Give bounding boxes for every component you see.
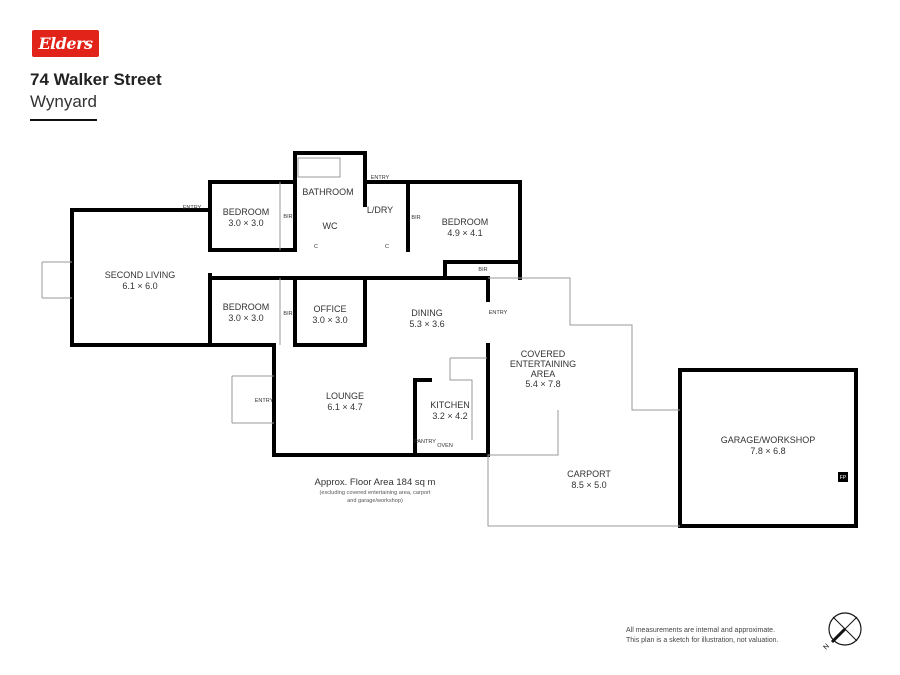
address-suburb: Wynyard	[30, 92, 97, 111]
room-garage-label: GARAGE/WORKSHOP	[721, 435, 816, 445]
room-bathroom-label: BATHROOM	[302, 187, 353, 197]
room-bedroom-1-label: BEDROOM	[223, 207, 270, 217]
fireplace-icon	[838, 472, 848, 482]
room-bedroom-3-label: BEDROOM	[223, 302, 270, 312]
room-garage-size: 7.8 × 6.8	[750, 446, 785, 456]
svg-text:ENTRY: ENTRY	[255, 398, 274, 404]
svg-text:BIR: BIR	[478, 267, 487, 273]
disclaimer: All measurements are internal and approx…	[626, 627, 779, 644]
room-covered-label-2: ENTERTAINING	[510, 359, 576, 369]
room-kitchen-size: 3.2 × 4.2	[432, 411, 467, 421]
svg-text:C: C	[314, 244, 318, 250]
room-office-size: 3.0 × 3.0	[312, 315, 347, 325]
room-second-living-label: SECOND LIVING	[105, 270, 176, 280]
room-covered-label-3: AREA	[531, 369, 556, 379]
wc-label: WC	[323, 221, 338, 231]
floor-area-note: (excluding covered entertaining area, ca…	[319, 490, 431, 504]
svg-text:OVEN: OVEN	[437, 443, 453, 449]
svg-text:N: N	[822, 643, 831, 652]
room-covered-label-1: COVERED	[521, 349, 566, 359]
room-carport-label: CARPORT	[567, 469, 611, 479]
room-second-living-size: 6.1 × 6.0	[122, 281, 157, 291]
room-office-label: OFFICE	[314, 304, 347, 314]
room-dining-label: DINING	[411, 308, 443, 318]
svg-text:BIR: BIR	[283, 214, 292, 220]
address-street: 74 Walker Street	[30, 70, 162, 89]
room-covered-size: 5.4 × 7.8	[525, 379, 560, 389]
room-bedroom-2-size: 4.9 × 4.1	[447, 228, 482, 238]
room-lounge-size: 6.1 × 4.7	[327, 402, 362, 412]
room-bedroom-2-label: BEDROOM	[442, 217, 489, 227]
header-rule	[30, 119, 97, 121]
room-kitchen-label: KITCHEN	[430, 400, 470, 410]
room-dining-size: 5.3 × 3.6	[409, 319, 444, 329]
laundry-label: L/DRY	[367, 205, 393, 215]
room-bedroom-1-size: 3.0 × 3.0	[228, 218, 263, 228]
svg-text:ENTRY: ENTRY	[489, 310, 508, 316]
compass-north-icon: N	[822, 612, 862, 652]
svg-text:BIR: BIR	[411, 215, 420, 221]
svg-text:C: C	[385, 244, 389, 250]
floor-area-title: Approx. Floor Area 184 sq m	[314, 477, 436, 488]
elders-logo: Elders	[32, 30, 99, 57]
room-carport-size: 8.5 × 5.0	[571, 480, 606, 490]
svg-text:ENTRY: ENTRY	[371, 175, 390, 181]
svg-text:FP: FP	[840, 475, 847, 481]
svg-text:ENTRY: ENTRY	[183, 205, 202, 211]
room-bedroom-3-size: 3.0 × 3.0	[228, 313, 263, 323]
svg-text:BIR: BIR	[283, 311, 292, 317]
room-lounge-label: LOUNGE	[326, 391, 364, 401]
svg-text:PANTRY: PANTRY	[414, 439, 436, 445]
